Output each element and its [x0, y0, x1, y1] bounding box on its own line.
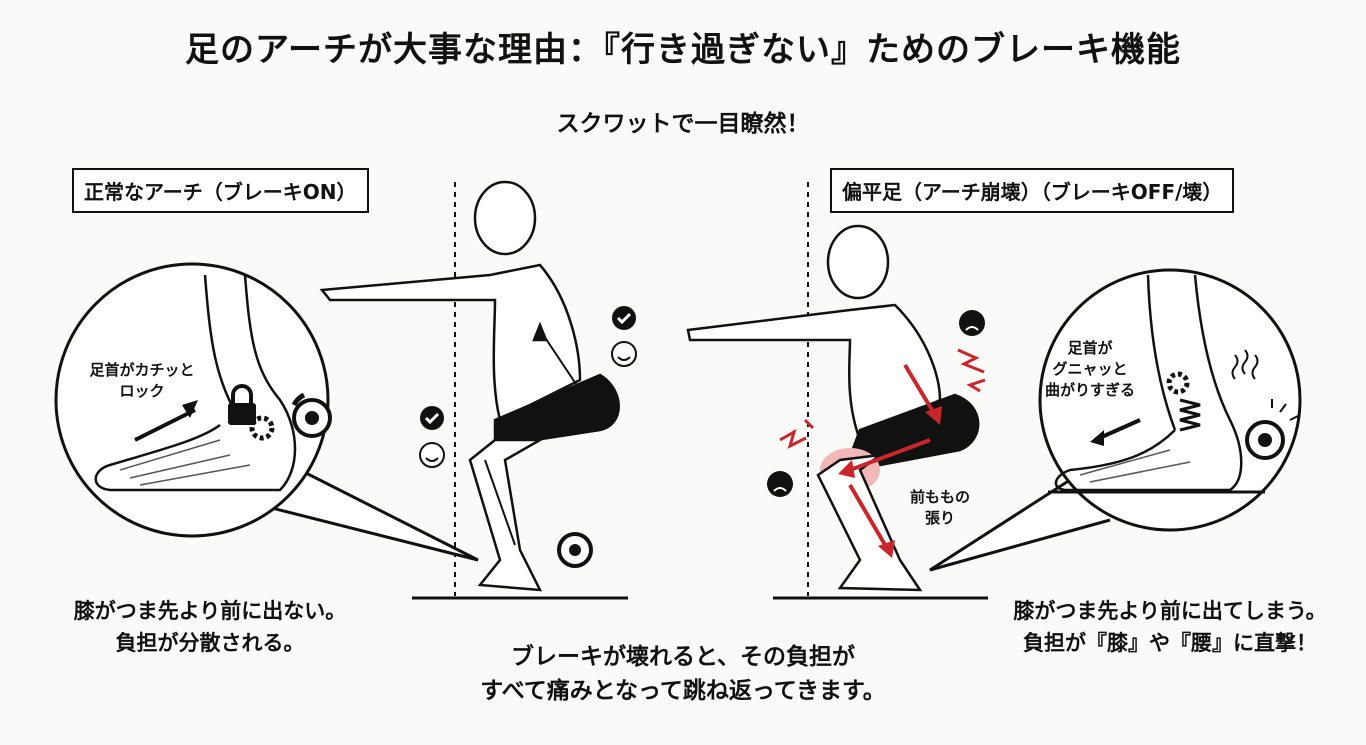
thigh-note-line: 前ももの: [909, 488, 970, 506]
smile-icon: [611, 341, 637, 367]
bubble-line: 曲がりすぎる: [1044, 381, 1135, 399]
frown-icon: [959, 310, 985, 336]
left-bubble-text: 足首がカチッと ロック: [72, 360, 212, 402]
flat-foot-label: 偏平足（アーチ崩壊）（ブレーキOFF/壊）: [830, 168, 1235, 213]
center-caption: ブレーキが壊れると、その負担が すべて痛みとなって跳ね返ってきます。: [433, 640, 933, 708]
thigh-note: 前ももの 張り: [895, 487, 985, 529]
caption-line: すべて痛みとなって跳ね返ってきます。: [480, 678, 886, 704]
smile-icon: [419, 442, 445, 468]
spring-icon: [1179, 398, 1201, 432]
right-frown-badges: [767, 310, 985, 497]
gear-icon: [1166, 371, 1190, 395]
bubble-line: ロック: [119, 382, 165, 400]
gear-icon: [249, 415, 275, 441]
caption-line: 膝がつま先より前に出てしまう。: [1013, 599, 1327, 623]
lock-icon: [228, 384, 256, 425]
left-ankle-zoom-bubble: [54, 262, 479, 562]
subtitle: スクワットで一目瞭然！: [556, 111, 810, 137]
wavy-lines-icon: [1231, 349, 1259, 380]
caption-line: 負担が分散される。: [115, 631, 305, 655]
broken-brake-disc-icon: [1245, 399, 1299, 460]
caption-line: 負担が『膝』や『腰』に直撃！: [1023, 631, 1317, 655]
right-ankle-zoom-bubble: [929, 268, 1302, 572]
normal-arch-label: 正常なアーチ（ブレーキON）: [72, 168, 369, 213]
left-check-badges: [419, 306, 637, 568]
bubble-line: 足首がカチッと: [89, 361, 195, 379]
right-caption: 膝がつま先より前に出てしまう。 負担が『膝』や『腰』に直撃！: [985, 595, 1355, 659]
bubble-line: グニャッと: [1052, 360, 1128, 378]
page-title: 足のアーチが大事な理由：『行き過ぎない』ためのブレーキ機能: [185, 30, 1181, 70]
bubble-line: 足首が: [1067, 339, 1113, 357]
caption-line: ブレーキが壊れると、その負担が: [510, 644, 856, 670]
angry-face-icon: [767, 471, 793, 497]
right-squat-figure: [686, 224, 980, 592]
right-bubble-text: 足首が グニャッと 曲がりすぎる: [1025, 338, 1155, 401]
brake-disc-icon: [291, 392, 332, 438]
left-squat-figure: [319, 180, 620, 592]
right-stress-arrows: [779, 348, 986, 558]
left-caption: 膝がつま先より前に出ない。 負担が分散される。: [40, 595, 380, 659]
thigh-note-line: 張り: [924, 509, 955, 527]
brake-disc-icon: [557, 532, 593, 568]
caption-line: 膝がつま先より前に出ない。: [73, 599, 347, 623]
